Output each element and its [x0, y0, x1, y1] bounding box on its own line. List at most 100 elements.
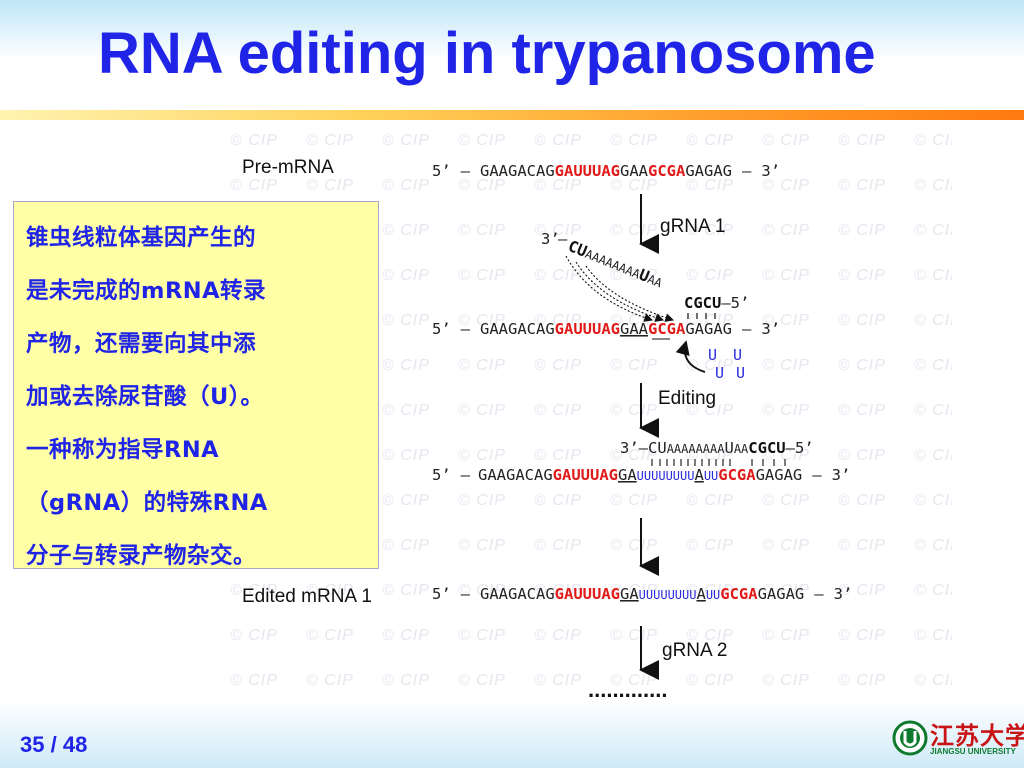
insert-u: U: [733, 346, 742, 364]
seq-dash: –: [461, 466, 471, 484]
watermark-text: © CIP: [230, 177, 278, 194]
watermark-text: © CIP: [534, 492, 582, 509]
watermark-text: © CIP: [610, 267, 658, 284]
watermark-text: © CIP: [610, 357, 658, 374]
watermark-text: © CIP: [610, 402, 658, 419]
grna-aa: AA: [734, 442, 749, 456]
grna-cgcu: CGCU: [748, 439, 785, 457]
watermark-text: © CIP: [534, 132, 582, 149]
watermark-text: © CIP: [382, 447, 430, 464]
watermark-text: © CIP: [914, 402, 952, 419]
watermark-text: © CIP: [458, 177, 506, 194]
watermark-text: © CIP: [230, 672, 278, 689]
edited-mrna-sequence: 5’–GAAGACAGGAUUUAGGAUUUUUUUUAUUGCGAGAGAG…: [432, 585, 852, 603]
grna1-dash2: –: [721, 294, 731, 312]
seq-dash: –: [461, 585, 471, 603]
watermark-text: © CIP: [458, 537, 506, 554]
watermark-text: © CIP: [686, 402, 734, 419]
watermark-text: © CIP: [762, 492, 810, 509]
seq-motif2: GCGA: [648, 162, 686, 180]
watermark-text: © CIP: [534, 357, 582, 374]
watermark-text: © CIP: [914, 627, 952, 644]
watermark-text: © CIP: [914, 222, 952, 239]
watermark-text: © CIP: [610, 627, 658, 644]
seq-a: A: [639, 162, 649, 180]
watermark-row: © CIP© CIP© CIP© CIP© CIP© CIP© CIP© CIP…: [230, 582, 952, 600]
watermark-text: © CIP: [838, 177, 886, 194]
note-line: 是未完成的mRNA转录: [26, 278, 267, 304]
watermark-text: © CIP: [458, 402, 506, 419]
label-ellipsis: .............: [588, 677, 667, 702]
seq-ga: GA: [620, 585, 639, 603]
seq-dash: –: [742, 162, 752, 180]
watermark-text: © CIP: [306, 132, 354, 149]
grna1-dotted-links: [565, 255, 675, 322]
seq-ga: GA: [618, 466, 637, 484]
label-editing: Editing: [658, 388, 716, 409]
watermark-text: © CIP: [382, 357, 430, 374]
watermark-text: © CIP: [914, 132, 952, 149]
watermark-text: © CIP: [762, 582, 810, 599]
seq-a: A: [694, 466, 704, 484]
watermark-text: © CIP: [458, 312, 506, 329]
watermark-text: © CIP: [914, 492, 952, 509]
watermark-text: © CIP: [838, 492, 886, 509]
watermark-row: © CIP© CIP© CIP© CIP© CIP© CIP© CIP© CIP…: [230, 627, 952, 645]
watermark-text: © CIP: [610, 177, 658, 194]
watermark-text: © CIP: [838, 672, 886, 689]
watermark-text: © CIP: [686, 177, 734, 194]
watermark-text: © CIP: [838, 582, 886, 599]
logo-subtitle: JIANGSU UNIVERSITY: [930, 747, 1016, 756]
grna1-annealed: 3’–CUAAAAAAAAUAACGCU–5’: [620, 439, 814, 457]
grna-dash2: –: [786, 439, 796, 457]
note-text: 锥虫线粒体基因产生的 是未完成的mRNA转录 产物，还需要向其中添 加或去除尿苷…: [26, 212, 372, 583]
watermark-text: © CIP: [762, 132, 810, 149]
watermark-text: © CIP: [534, 582, 582, 599]
watermark-text: © CIP: [686, 222, 734, 239]
seq-ga: GA: [620, 320, 639, 338]
watermark-text: © CIP: [838, 537, 886, 554]
seq-ga: GA: [620, 162, 639, 180]
pre-mrna-sequence: 5’–GAAGACAGGAUUUAGGAAGCGAGAGAG–3’: [432, 162, 780, 180]
watermark-text: © CIP: [610, 537, 658, 554]
watermark-text: © CIP: [762, 177, 810, 194]
watermark-text: © CIP: [230, 627, 278, 644]
watermark-row: © CIP© CIP© CIP© CIP© CIP© CIP© CIP© CIP…: [230, 132, 952, 150]
watermark-text: © CIP: [458, 627, 506, 644]
watermark-text: © CIP: [458, 492, 506, 509]
seq-uu: UU: [704, 469, 718, 483]
seq-tail: GAGAG: [756, 466, 803, 484]
watermark-text: © CIP: [686, 492, 734, 509]
watermark-text: © CIP: [686, 132, 734, 149]
seq-3prime: 3’: [832, 466, 851, 484]
seq-5prime: 5’: [432, 320, 451, 338]
note-line: 分子与转录产物杂交。: [26, 543, 257, 569]
seq-motif2: GCGA: [718, 466, 756, 484]
annealed-pairing-ticks: [651, 459, 786, 466]
label-edited-mrna1: Edited mRNA 1: [242, 586, 372, 607]
seq-dash: –: [742, 320, 752, 338]
seq-5prime: 5’: [432, 585, 451, 603]
seq-tail: GAGAG: [758, 585, 805, 603]
note-line: 一种称为指导RNA: [26, 437, 220, 463]
watermark-text: © CIP: [610, 132, 658, 149]
watermark-text: © CIP: [686, 582, 734, 599]
note-line: 加或去除尿苷酸（U）。: [26, 384, 264, 410]
watermark-text: © CIP: [534, 537, 582, 554]
university-logo: 江苏大学 JIANGSU UNIVERSITY: [892, 714, 1024, 764]
seq-uu: UU: [706, 588, 720, 602]
watermark-text: © CIP: [382, 267, 430, 284]
watermark-text: © CIP: [762, 222, 810, 239]
watermark-text: © CIP: [838, 267, 886, 284]
watermark-text: © CIP: [914, 177, 952, 194]
watermark-text: © CIP: [230, 132, 278, 149]
watermark-text: © CIP: [458, 222, 506, 239]
page-separator: /: [50, 732, 57, 757]
seq-a: A: [639, 320, 649, 338]
insert-u: U: [715, 364, 724, 382]
seq-head: GAAGACAG: [480, 162, 555, 180]
watermark-text: © CIP: [914, 357, 952, 374]
watermark-text: © CIP: [382, 402, 430, 419]
seq-motif1: GAUUUAG: [555, 162, 620, 180]
watermark-text: © CIP: [382, 672, 430, 689]
